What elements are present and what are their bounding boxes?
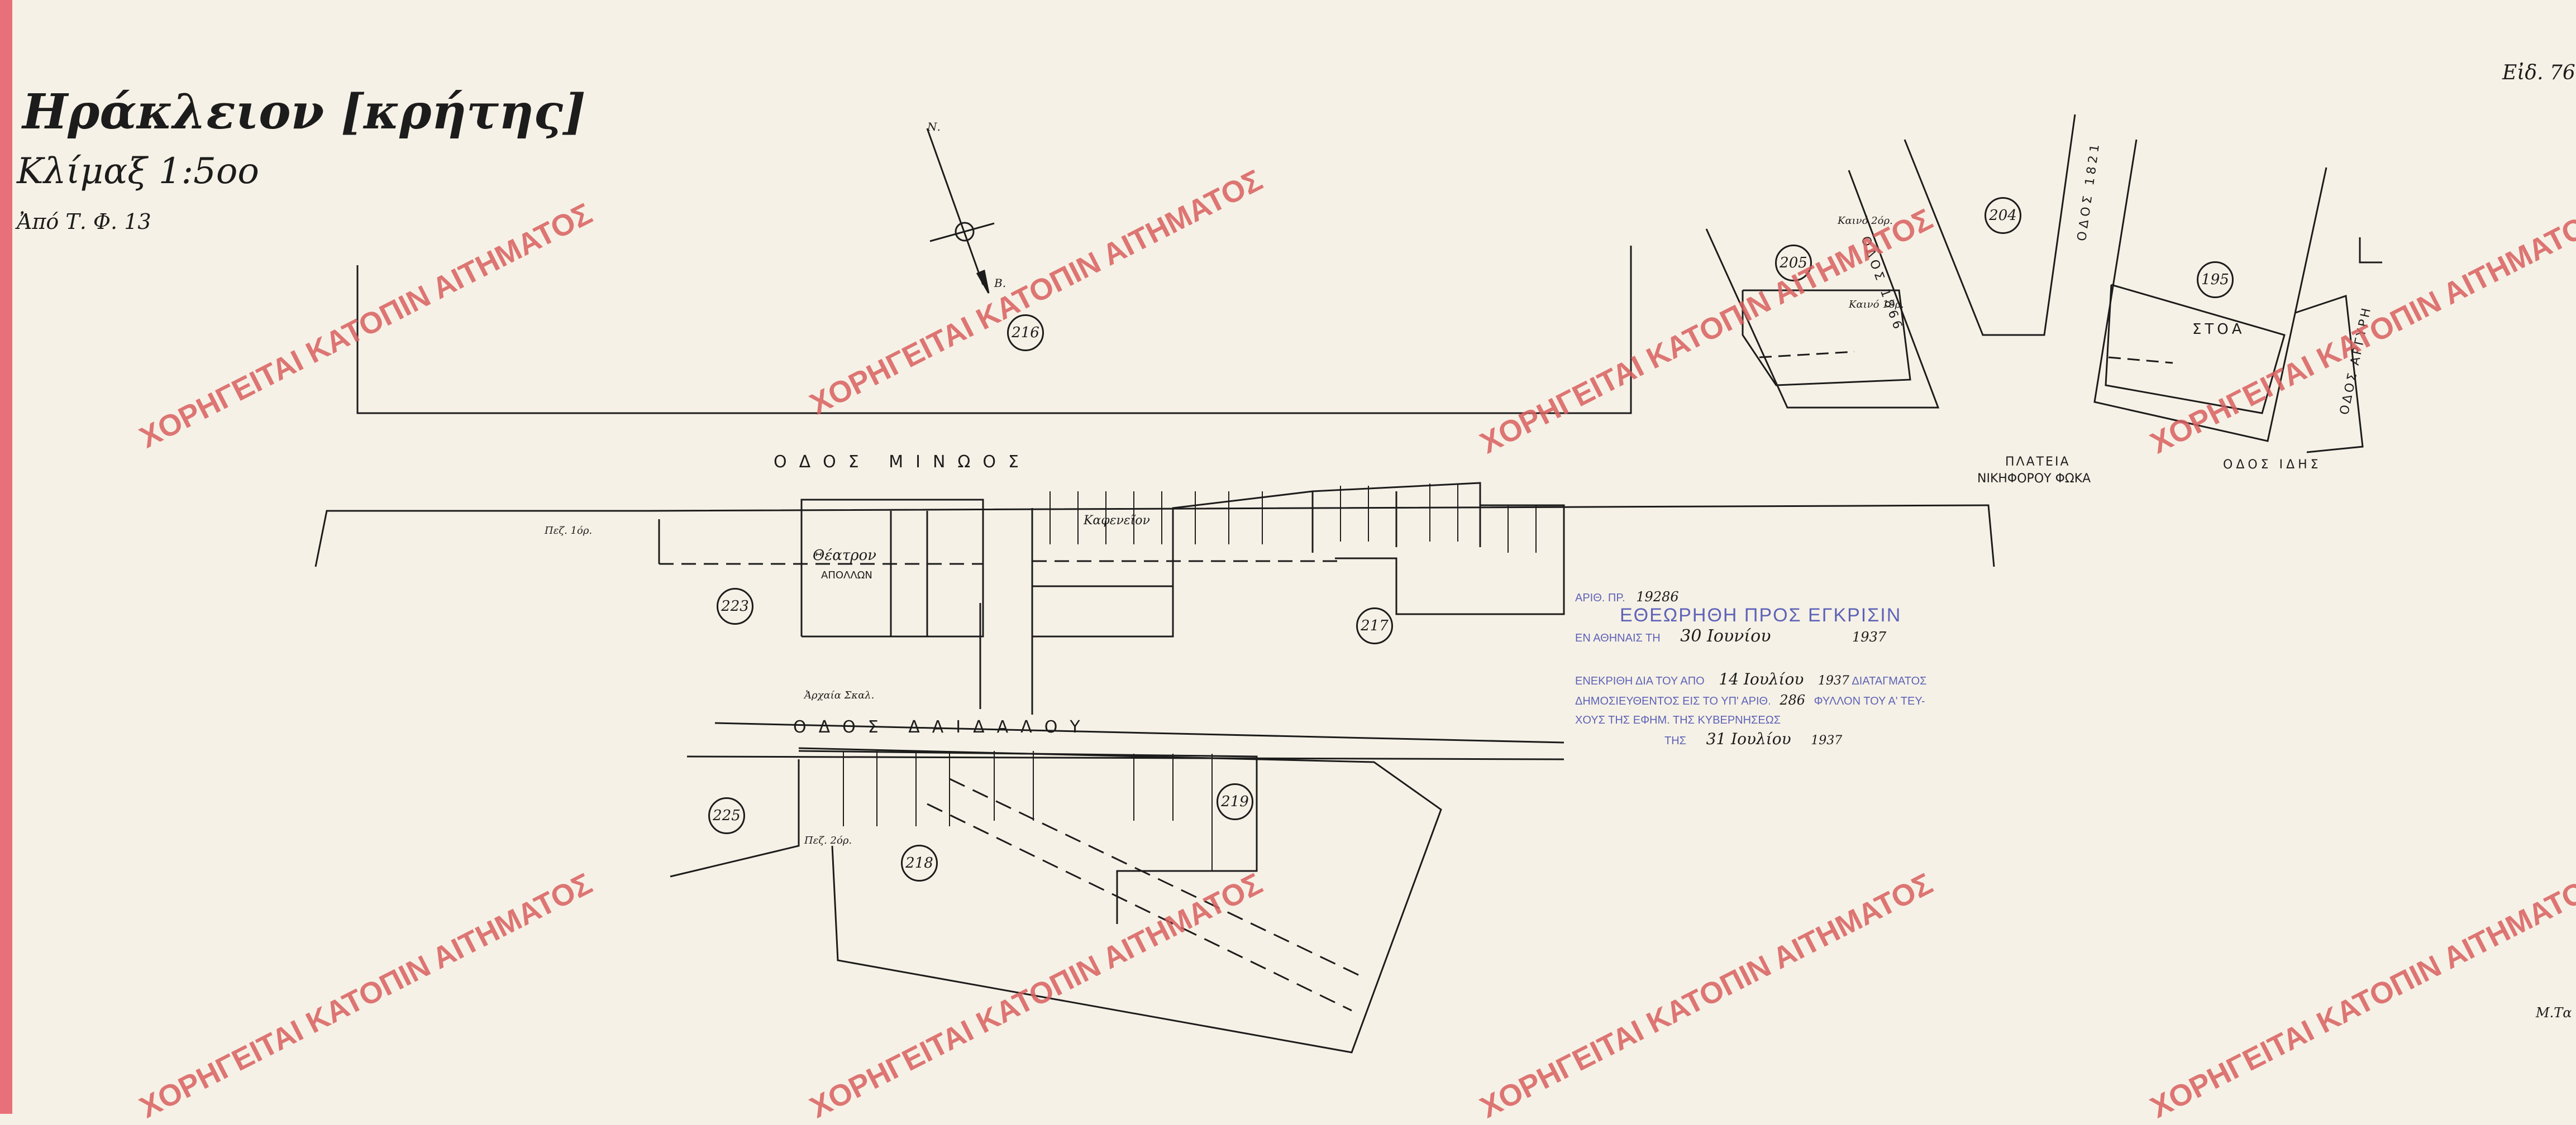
block-number-225: 225 [708, 797, 745, 834]
daidalou-shop-grid [843, 751, 1213, 871]
block-218-outline [670, 759, 800, 878]
map-source: Ἀπό Τ. Φ. 13 [17, 209, 151, 234]
block-223-buildings [800, 499, 984, 638]
block-218-buildings [798, 750, 1258, 924]
minos-street-north-edge [314, 504, 1995, 567]
square-name: ΝΙΚΗΦΟΡΟΥ ΦΩΚΑ [1977, 472, 2091, 486]
approval-title: ΕΘΕΩΡΗΘΗ ΠΡΟΣ ΕΓΚΡΙΣΙΝ [1620, 605, 1902, 626]
approval-date: 30 Ιουνίου [1680, 626, 1771, 646]
daidalou-street-north-edge [714, 722, 1564, 744]
block-number-204: 204 [1985, 197, 2021, 234]
publication-decree-date: 14 Ιουλίου [1719, 670, 1804, 688]
block-195-outline [2093, 139, 2327, 442]
approval-stamp: ΑΡΙΘ. ΠΡ. 19286 ΕΘΕΩΡΗΘΗ ΠΡΟΣ ΕΓΚΡΙΣΙΝ Ε… [1575, 589, 1901, 646]
publication-line4: ΤΗΣ [1664, 735, 1687, 747]
block-216-outline [356, 246, 1632, 414]
block-number-216: 216 [1007, 314, 1044, 351]
note-pat-2: Πεζ. 2όρ. [804, 835, 852, 846]
argyri-street-block [2295, 294, 2364, 453]
approval-number: 19286 [1636, 589, 1679, 605]
block-195-dashed [2108, 356, 2173, 364]
publication-line3: ΧΟΥΣ ΤΗΣ ΕΦΗΜ. ΤΗΣ ΚΥΒΕΡΝΗΣΕΩΣ [1575, 714, 1781, 726]
street-label-daidalou: ΟΔΟΣ ΔΑΙΔΑΛΟΥ [793, 717, 1093, 737]
approval-year: 1937 [1852, 629, 1887, 645]
block-205-dashed [1759, 351, 1855, 358]
publication-gazette-date: 31 Ιουλίου [1706, 730, 1791, 748]
publication-decree-year: 1937 [1817, 674, 1849, 688]
block-205-outline [1705, 170, 1940, 409]
block-195-stoa [2105, 284, 2286, 414]
daidalou-street-south-edge [686, 755, 1564, 760]
block-number-195: 195 [2197, 261, 2234, 298]
arxaia-skala-label: Ἀρχαία Σκαλ. [804, 690, 875, 701]
block-218-219-outline [798, 747, 1442, 1054]
block-number-205: 205 [1775, 245, 1812, 281]
block-number-223: 223 [717, 588, 753, 625]
block-218-diagonal-dashed-b [927, 803, 1352, 1012]
publication-line1-suffix: ΔΙΑΤΑΓΜΑΤΟΣ [1852, 675, 1927, 687]
red-edge-strip [0, 0, 12, 1114]
south-label: Β. [994, 276, 1006, 290]
stoa-label: ΣΤΟΑ [2192, 321, 2245, 338]
publication-line1: ΕΝΕΚΡΙΘΗ ΔΙΑ ΤΟΥ ΑΠΟ [1575, 675, 1705, 687]
street-label-idis: ΟΔΟΣ ΙΔΗΣ [2223, 458, 2322, 472]
signature: Μ.Τα [2536, 1005, 2572, 1021]
note-komma-2: Καινό 1όρ. [1849, 299, 1904, 310]
publication-line2-suffix: ΦΥΛΛΟΝ ΤΟΥ Α' ΤΕΥ- [1814, 695, 1925, 707]
publication-gazette-number: 286 [1780, 692, 1806, 708]
kafenion-label: Καφενεῖον [1084, 514, 1150, 528]
publication-line2: ΔΗΜΟΣΙΕΥΘΕΝΤΟΣ ΕΙΣ ΤΟ ΥΠ' ΑΡΙΘ. [1575, 695, 1771, 707]
minos-shop-grid [1050, 483, 1537, 553]
sheet-number: Εἰδ. 76 [2502, 61, 2575, 84]
map-title: Ηράκλειον [κρήτης] [22, 84, 586, 140]
publication-gazette-year: 1937 [1811, 734, 1843, 748]
street-label-minos: ΟΔΟΣ ΜΙΝΩΟΣ [774, 452, 1031, 472]
north-label: Ν. [927, 120, 941, 133]
square-label: ΠΛΑΤΕΙΑ [2005, 455, 2071, 469]
block-205-buildings [1742, 289, 1911, 386]
approval-place: ΕΝ ΑΘΗΝΑΙΣ ΤΗ [1575, 632, 1661, 644]
theatre-name: ΑΠΟΛΛΩΝ [821, 569, 872, 581]
block-217-buildings [1032, 482, 1565, 638]
block-204-outline [1904, 114, 2076, 336]
approval-number-label: ΑΡΙΘ. ΠΡ. [1575, 592, 1625, 604]
block-number-217: 217 [1356, 607, 1393, 644]
block-number-218: 218 [901, 845, 938, 882]
north-arrow-icon [926, 128, 995, 294]
map-scale: Κλίμαξ 1:5οο [17, 151, 259, 192]
note-pat-1: Πεζ. 1όρ. [545, 525, 593, 537]
corner-fragment [2359, 237, 2382, 264]
publication-stamp: ΕΝΕΚΡΙΘΗ ΔΙΑ ΤΟΥ ΑΠΟ 14 Ιουλίου 1937 ΔΙΑ… [1575, 670, 1927, 750]
block-number-219: 219 [1217, 783, 1253, 820]
note-komma-1: Καινό 2όρ. [1838, 215, 1893, 227]
theatre-label: Θέατρον [813, 547, 876, 564]
